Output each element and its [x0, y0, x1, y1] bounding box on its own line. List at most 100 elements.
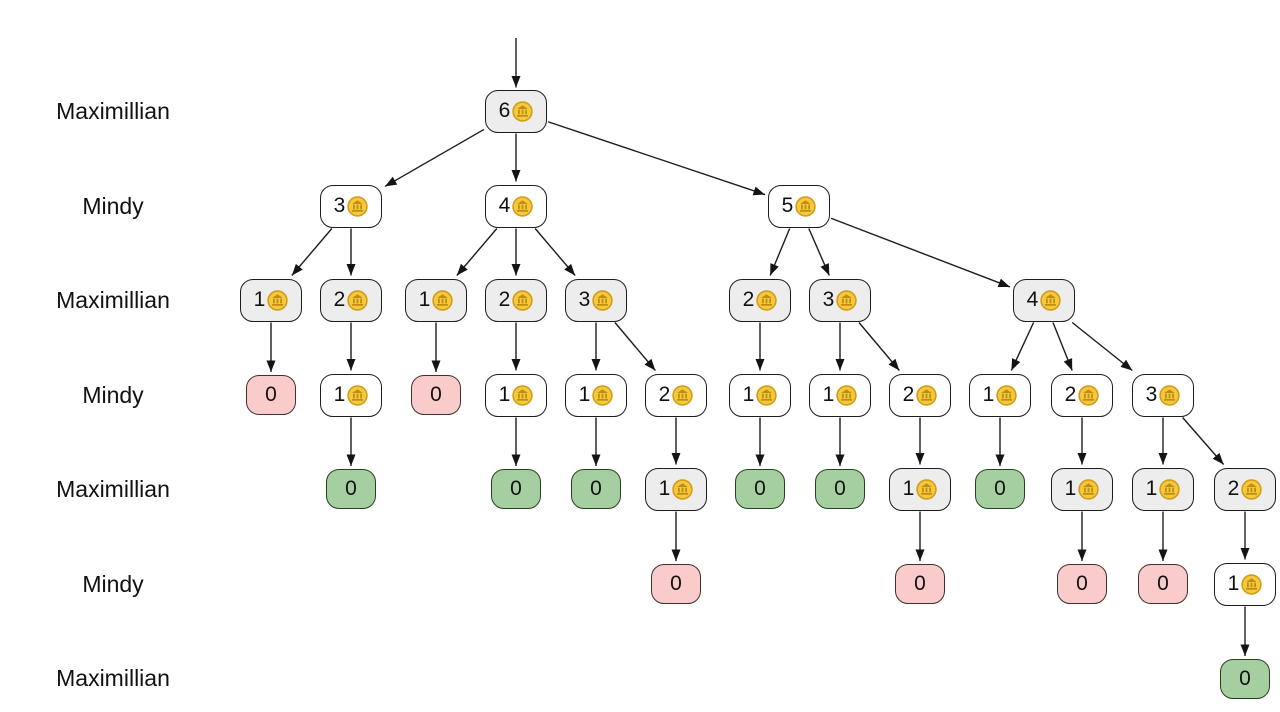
tree-edge-a8-b12: [1071, 321, 1133, 372]
tree-node-b12: 3: [1132, 373, 1194, 417]
node-coin-count: 1: [578, 383, 591, 406]
tree-node-n5: 5: [768, 184, 830, 228]
tree-node-c9: 1: [1051, 467, 1113, 511]
bank-coin-icon: [512, 100, 534, 122]
tree-edge-n4-a3: [456, 228, 498, 276]
tree-node-b2: 1: [320, 373, 382, 417]
tree-node-a3: 1: [405, 278, 467, 322]
node-coin-count: 2: [1227, 477, 1240, 500]
node-coin-count: 4: [1026, 288, 1039, 311]
tree-node-d4: 0: [1138, 564, 1188, 604]
node-coin-count: 2: [498, 288, 511, 311]
tree-node-b11: 2: [1051, 373, 1113, 417]
bank-coin-icon: [347, 384, 369, 406]
node-coin-count: 0: [345, 477, 357, 500]
bank-coin-icon: [756, 384, 778, 406]
tree-node-b7: 1: [729, 373, 791, 417]
tree-edge-n4-a5: [534, 228, 576, 276]
node-coin-count: 5: [781, 194, 794, 217]
bank-coin-icon: [512, 289, 534, 311]
tree-node-a8: 4: [1013, 278, 1075, 322]
tree-edge-a7-b9: [858, 322, 900, 371]
tree-node-e1: 0: [1220, 659, 1270, 699]
tree-node-b8: 1: [809, 373, 871, 417]
tree-node-c8: 0: [975, 469, 1025, 509]
tree-node-c2: 0: [491, 469, 541, 509]
tree-node-b10: 1: [969, 373, 1031, 417]
tree-node-a1: 1: [240, 278, 302, 322]
node-coin-count: 1: [498, 383, 511, 406]
node-coin-count: 1: [418, 288, 431, 311]
bank-coin-icon: [592, 384, 614, 406]
node-coin-count: 3: [578, 288, 591, 311]
tree-node-n6: 6: [485, 89, 547, 133]
bank-coin-icon: [592, 289, 614, 311]
node-coin-count: 1: [333, 383, 346, 406]
tree-node-c4: 1: [645, 467, 707, 511]
bank-coin-icon: [1159, 384, 1181, 406]
row-label-maximillian-7: Maximillian: [56, 665, 170, 691]
tree-edge-n5-a7: [808, 228, 830, 276]
row-label-maximillian-5: Maximillian: [56, 476, 170, 502]
row-label-maximillian-1: Maximillian: [56, 98, 170, 124]
bank-coin-icon: [836, 384, 858, 406]
tree-node-c11: 2: [1214, 467, 1276, 511]
node-coin-count: 0: [430, 383, 442, 406]
row-label-mindy-6: Mindy: [82, 571, 144, 597]
node-coin-count: 1: [253, 288, 266, 311]
bank-coin-icon: [795, 195, 817, 217]
tree-node-c10: 1: [1132, 467, 1194, 511]
tree-node-b6: 2: [645, 373, 707, 417]
tree-node-d3: 0: [1057, 564, 1107, 604]
bank-coin-icon: [512, 195, 534, 217]
row-label-mindy-4: Mindy: [82, 382, 144, 408]
node-coin-count: 3: [822, 288, 835, 311]
node-coin-count: 3: [1145, 383, 1158, 406]
node-coin-count: 2: [333, 288, 346, 311]
tree-edge-n5-a6: [769, 228, 791, 276]
tree-node-c3: 0: [571, 469, 621, 509]
node-coin-count: 0: [510, 477, 522, 500]
tree-node-a6: 2: [729, 278, 791, 322]
tree-edge-n6-n5: [547, 121, 766, 196]
tree-edge-a5-b6: [614, 322, 656, 371]
node-coin-count: 2: [658, 383, 671, 406]
bank-coin-icon: [267, 289, 289, 311]
bank-coin-icon: [1078, 478, 1100, 500]
node-coin-count: 1: [658, 477, 671, 500]
node-coin-count: 1: [982, 383, 995, 406]
tree-node-c1: 0: [326, 469, 376, 509]
node-coin-count: 0: [265, 383, 277, 406]
node-coin-count: 0: [670, 572, 682, 595]
bank-coin-icon: [347, 289, 369, 311]
node-coin-count: 1: [1227, 572, 1240, 595]
node-coin-count: 0: [914, 572, 926, 595]
tree-node-b1: 0: [246, 375, 296, 415]
bank-coin-icon: [432, 289, 454, 311]
row-label-mindy-2: Mindy: [82, 193, 144, 219]
tree-node-n3: 3: [320, 184, 382, 228]
node-coin-count: 0: [994, 477, 1006, 500]
bank-coin-icon: [672, 478, 694, 500]
bank-coin-icon: [1078, 384, 1100, 406]
node-coin-count: 0: [1157, 572, 1169, 595]
tree-edge-b12-c11: [1182, 417, 1225, 465]
node-coin-count: 3: [333, 194, 346, 217]
node-coin-count: 0: [754, 477, 766, 500]
tree-edge-n3-a1: [291, 228, 333, 276]
bank-coin-icon: [756, 289, 778, 311]
tree-node-c5: 0: [735, 469, 785, 509]
bank-coin-icon: [347, 195, 369, 217]
bank-coin-icon: [996, 384, 1018, 406]
tree-node-b9: 2: [889, 373, 951, 417]
node-coin-count: 1: [822, 383, 835, 406]
bank-coin-icon: [672, 384, 694, 406]
bank-coin-icon: [836, 289, 858, 311]
node-coin-count: 2: [1064, 383, 1077, 406]
tree-node-d1: 0: [651, 564, 701, 604]
edges-group: [266, 38, 1250, 656]
node-coin-count: 1: [1145, 477, 1158, 500]
node-coin-count: 0: [1239, 667, 1251, 690]
